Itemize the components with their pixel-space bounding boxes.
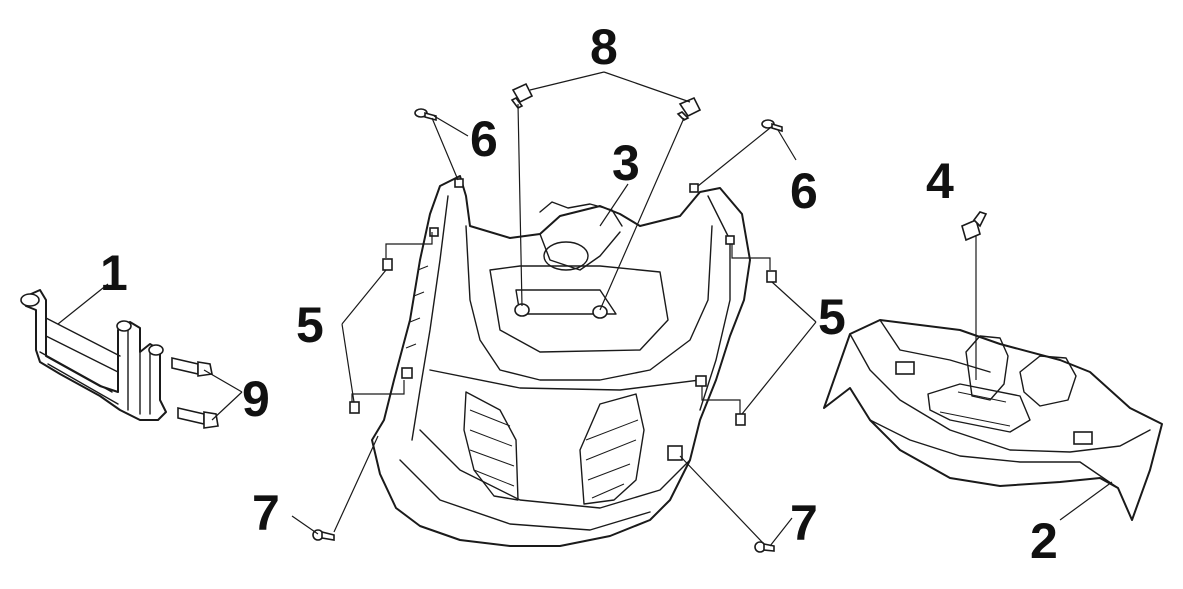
part-8-screws xyxy=(510,82,702,121)
leader-lines xyxy=(57,71,1113,547)
callout-6-left: 6 xyxy=(470,111,498,167)
callout-7-right: 7 xyxy=(790,495,818,551)
part-3-front-cover xyxy=(371,175,751,547)
callout-8: 8 xyxy=(590,19,618,75)
callout-7-left: 7 xyxy=(252,485,280,541)
part-4-bolt xyxy=(961,211,988,242)
callout-numbers: 1 2 3 4 5 5 6 6 7 7 8 9 xyxy=(100,19,1058,569)
callout-3: 3 xyxy=(612,135,640,191)
callout-1: 1 xyxy=(100,245,128,301)
part-6-screws xyxy=(414,108,783,133)
callout-2: 2 xyxy=(1030,513,1058,569)
part-9-bolts xyxy=(171,356,219,429)
callout-4: 4 xyxy=(926,153,954,209)
part-2-lower-panel xyxy=(823,319,1163,521)
part-5-clip-nuts xyxy=(349,258,777,426)
callout-6-right: 6 xyxy=(790,163,818,219)
callout-5-right: 5 xyxy=(818,289,846,345)
part-1-bracket xyxy=(20,289,167,421)
callout-5-left: 5 xyxy=(296,297,324,353)
callout-9: 9 xyxy=(242,371,270,427)
